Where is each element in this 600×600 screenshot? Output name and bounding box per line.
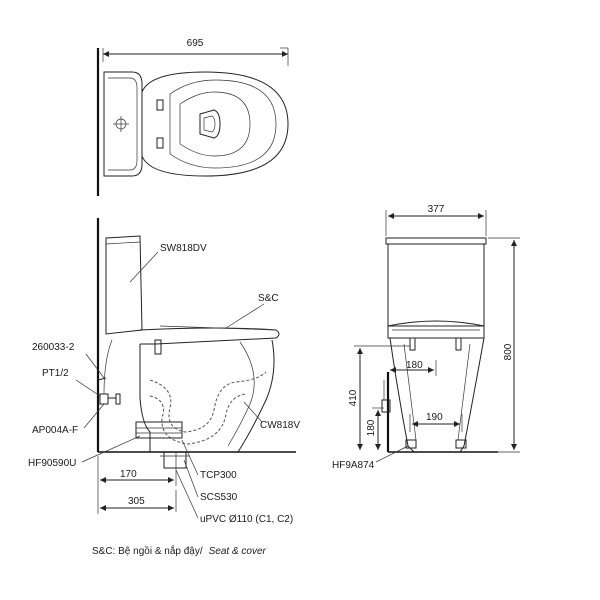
bowl-front-right	[459, 337, 485, 453]
dim-170: 170	[120, 469, 137, 480]
dim-180-horizontal: 180	[406, 360, 423, 371]
leader-scs	[183, 459, 199, 498]
dim-305: 305	[128, 496, 145, 507]
label-upvc: uPVC Ø110 (C1, C2)	[200, 514, 293, 525]
front-view: 377 800 410 180	[332, 204, 520, 471]
tank-front	[387, 243, 485, 327]
label-260033: 260033-2	[32, 342, 75, 353]
footnote-italic: Seat & cover	[209, 546, 267, 557]
tank-lid-front	[385, 237, 487, 245]
bowl-front-left	[389, 337, 415, 453]
bowl-top	[141, 71, 289, 177]
leader-hf-right	[375, 445, 409, 463]
drain-opening	[199, 109, 221, 139]
footnote-text: S&C: Bệ ngồi & nắp đậy/	[92, 544, 203, 557]
bolt-left	[409, 337, 416, 351]
bowl-back	[139, 344, 151, 452]
angle-valve-front	[381, 399, 391, 413]
label-tcp: TCP300	[200, 470, 237, 481]
top-view: 695	[96, 38, 289, 196]
label-bowl: CW818V	[260, 420, 300, 431]
hinge-right	[156, 137, 164, 149]
trap-path	[149, 371, 267, 433]
leader-bowl	[243, 401, 263, 423]
dim-190: 190	[426, 412, 443, 423]
leader-ap	[83, 403, 105, 429]
side-view: SW818DV S&C 260033-2 PT1/2 AP004A-F CW81…	[28, 218, 300, 525]
leader-hf-left	[81, 435, 141, 463]
foot-left	[405, 439, 417, 449]
dim-695: 695	[187, 38, 204, 49]
tank-top	[103, 71, 143, 177]
seat-front	[387, 320, 485, 339]
dim-377: 377	[428, 204, 445, 215]
leader-tank	[129, 251, 159, 283]
footnote: S&C: Bệ ngồi & nắp đậy/Seat & cover	[92, 544, 267, 557]
leader-tcp	[181, 439, 199, 476]
label-scs: SCS530	[200, 492, 238, 503]
bowl-front	[237, 339, 275, 453]
leader-upvc	[175, 469, 199, 519]
tank-side	[105, 235, 143, 335]
label-hf-right: HF9A874	[332, 460, 375, 471]
dim-180-vertical: 180	[366, 419, 377, 436]
hinge-left	[156, 99, 164, 111]
label-seat: S&C	[258, 293, 279, 304]
outlet-flange	[135, 421, 183, 439]
leader-pt	[75, 379, 101, 397]
seat-hinge-side	[154, 339, 162, 355]
dim-800: 800	[503, 343, 514, 360]
angle-valve	[99, 393, 109, 405]
seat-ring-top	[169, 79, 277, 169]
label-tank: SW818DV	[160, 243, 207, 254]
bolt-right	[455, 337, 462, 351]
label-pt: PT1/2	[42, 368, 69, 379]
drain-pipe	[163, 452, 187, 469]
supply-hose	[108, 393, 121, 405]
label-ap: AP004A-F	[32, 425, 78, 436]
dim-410: 410	[348, 389, 359, 406]
leader-260033	[85, 353, 105, 379]
leader-seat	[225, 303, 265, 329]
label-hf-left: HF90590U	[28, 458, 76, 469]
foot-right	[455, 439, 467, 449]
